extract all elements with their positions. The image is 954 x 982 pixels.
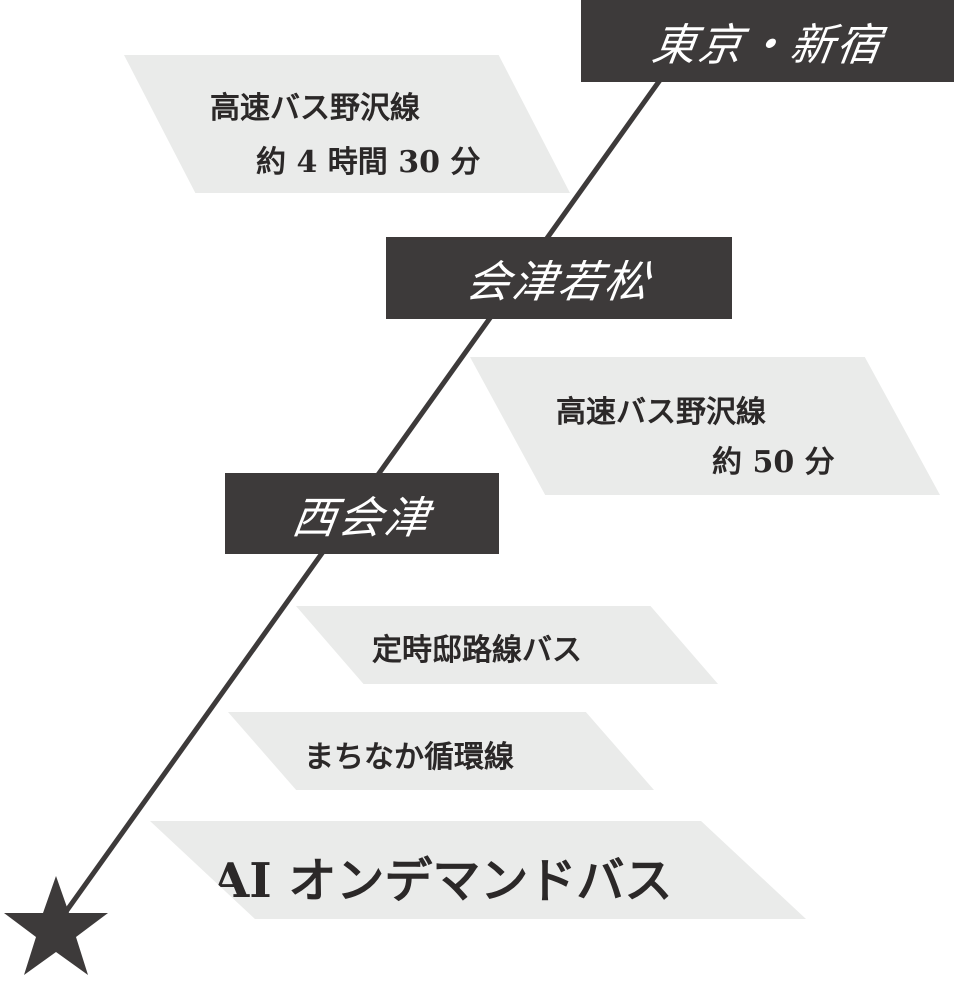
segment-route-bus: 定時邸路線バス bbox=[296, 606, 718, 684]
star-icon bbox=[4, 876, 108, 975]
segment-line-name: 高速バス野沢線 bbox=[210, 91, 420, 126]
segment-label: AI オンデマンドバス bbox=[212, 853, 673, 909]
segment-highway-bus-1: 高速バス野沢線 約 4 時間 30 分 bbox=[124, 55, 570, 193]
station-label: 東京・新宿 bbox=[648, 20, 886, 71]
station-nishiaizu: 西会津 bbox=[225, 473, 499, 554]
segment-travel-time: 約 50 分 bbox=[712, 445, 835, 480]
station-tokyo-shinjuku: 東京・新宿 bbox=[581, 0, 954, 82]
station-label: 会津若松 bbox=[462, 257, 654, 308]
segment-label: 定時邸路線バス bbox=[372, 633, 582, 668]
station-label: 西会津 bbox=[288, 492, 434, 544]
segment-ai-on-demand: AI オンデマンドバス bbox=[150, 821, 806, 919]
station-aizuwakamatsu: 会津若松 bbox=[386, 237, 732, 319]
segment-town-loop: まちなか循環線 bbox=[228, 712, 654, 790]
segment-travel-time: 約 4 時間 30 分 bbox=[256, 145, 481, 180]
segment-label: まちなか循環線 bbox=[304, 740, 514, 775]
segment-highway-bus-2: 高速バス野沢線 約 50 分 bbox=[470, 357, 940, 495]
segment-line-name: 高速バス野沢線 bbox=[556, 395, 766, 430]
